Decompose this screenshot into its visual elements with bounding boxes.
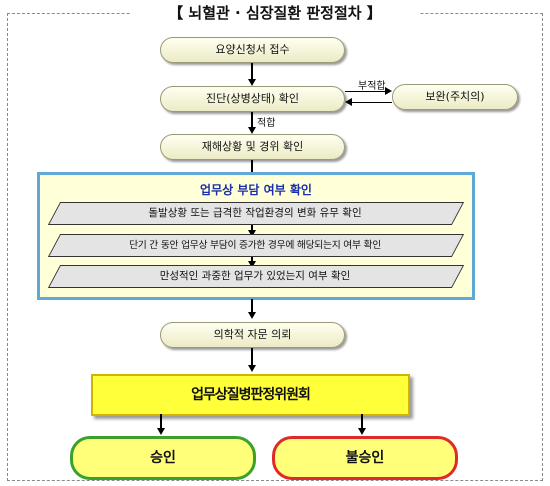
outcome-approve-label: 승인	[150, 450, 176, 466]
node-medical-consult-label: 의학적 자문 의뢰	[213, 328, 292, 341]
node-diagnosis: 진단(상병상태) 확인	[160, 86, 345, 112]
edge-check1-check2	[251, 225, 253, 231]
edge-check2-check3	[251, 257, 253, 262]
node-accident-label: 재해상황 및 경위 확인	[201, 140, 304, 153]
arrowhead-icon	[248, 230, 256, 237]
edge-committee-reject	[361, 414, 363, 429]
edge-burden-medical	[251, 299, 253, 313]
node-supplement: 보완(주치의)	[392, 84, 518, 110]
edge-diagnosis-supplement	[345, 91, 385, 92]
node-medical-consult: 의학적 자문 의뢰	[160, 322, 345, 348]
edge-accident-burden	[251, 160, 253, 172]
arrowhead-icon	[248, 312, 256, 319]
node-committee: 업무상질병판정위원회	[91, 374, 410, 416]
node-accident: 재해상황 및 경위 확인	[160, 134, 345, 160]
arrowhead-icon	[385, 87, 392, 95]
outcome-reject-label: 불승인	[345, 450, 385, 466]
edge-supplement-diagnosis	[352, 102, 392, 103]
node-supplement-label: 보완(주치의)	[425, 90, 485, 103]
edge-receipt-diagnosis	[251, 63, 253, 79]
arrowhead-icon	[248, 79, 256, 86]
arrowhead-icon	[248, 365, 256, 372]
edge-committee-approve	[160, 414, 162, 429]
arrowhead-icon	[345, 98, 352, 106]
arrowhead-icon	[248, 261, 256, 268]
outcome-approve: 승인	[70, 436, 256, 480]
edge-medical-committee	[251, 348, 253, 366]
node-receipt-label: 요양신청서 접수	[215, 43, 290, 56]
burden-check-title: 업무상 부담 여부 확인	[200, 183, 312, 197]
arrowhead-icon	[358, 428, 366, 435]
edge-label-unsuitable: 부적합	[358, 81, 386, 92]
node-committee-label: 업무상질병판정위원회	[191, 387, 311, 403]
node-diagnosis-label: 진단(상병상태) 확인	[205, 92, 300, 105]
diagram-title: 【 뇌혈관 · 심장질환 판정절차 】	[130, 1, 420, 25]
check-item-3-label: 만성적인 과중한 업무가 있었는지 여부 확인	[159, 270, 351, 282]
outcome-reject: 불승인	[272, 436, 458, 480]
arrowhead-icon	[157, 428, 165, 435]
arrowhead-icon	[248, 127, 256, 134]
edge-diagnosis-accident	[251, 112, 253, 128]
check-item-1-label: 돌발상황 또는 급격한 작업환경의 변화 유무 확인	[148, 207, 362, 219]
check-item-2-label: 단기 간 동안 업무상 부담이 증가한 경우에 해당되는지 여부 확인	[129, 240, 381, 251]
node-receipt: 요양신청서 접수	[160, 37, 345, 63]
edge-label-suitable: 적합	[257, 118, 276, 129]
